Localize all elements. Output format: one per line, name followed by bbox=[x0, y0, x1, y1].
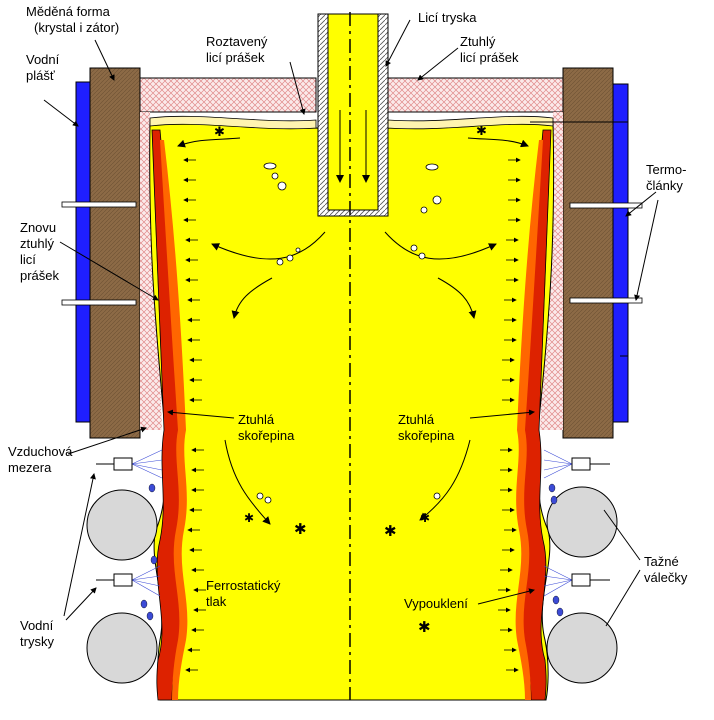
label-water-jacket: Vodní plášť bbox=[26, 52, 63, 83]
gas-bubbles bbox=[256, 162, 442, 504]
ferrostatic-arrows-right bbox=[498, 157, 521, 673]
solid-shell-left-inner bbox=[160, 140, 188, 700]
mold-plate-right bbox=[562, 67, 614, 439]
label-resolidified-powder: Znovu ztuhlý licí prášek bbox=[20, 220, 60, 283]
flow-arrows bbox=[177, 137, 529, 525]
pull-rolls bbox=[86, 486, 618, 684]
label-shell-left: Ztuhlá skořepina bbox=[238, 412, 295, 443]
svg-text:✱: ✱ bbox=[294, 521, 307, 538]
spray-left-1 bbox=[131, 449, 163, 479]
mold-plate-left bbox=[89, 67, 141, 439]
submerged-entry-nozzle bbox=[317, 13, 389, 217]
label-thermocouples: Termo- články bbox=[646, 162, 690, 193]
water-nozzle-right-2 bbox=[571, 573, 610, 587]
water-nozzle-left-1 bbox=[96, 457, 133, 471]
spray-right-2 bbox=[543, 565, 573, 597]
roll-left-1 bbox=[86, 489, 158, 561]
label-air-gap: Vzduchová mezera bbox=[8, 444, 76, 475]
molten-powder-layer bbox=[149, 115, 554, 130]
label-nozzle: Licí tryska bbox=[418, 10, 477, 25]
water-jacket-right bbox=[611, 83, 629, 423]
label-mold: Měděná forma (krystal i zátor) bbox=[26, 4, 119, 35]
label-bulging: Vypouklení bbox=[404, 596, 468, 611]
roll-contact-points bbox=[140, 483, 564, 621]
thermocouple-left-2 bbox=[61, 299, 137, 306]
svg-text:✱: ✱ bbox=[214, 124, 225, 139]
solid-shell-right-inner bbox=[515, 140, 543, 700]
water-nozzle-right-1 bbox=[571, 457, 610, 471]
thermocouple-right-1 bbox=[569, 202, 643, 209]
svg-text:✱: ✱ bbox=[384, 523, 397, 540]
spray-right-1 bbox=[543, 449, 573, 479]
roll-right-2 bbox=[546, 612, 618, 684]
inclusion-clusters: ✱ ✱ ✱ ✱ ✱ ✱ ✱ bbox=[214, 123, 487, 636]
label-pull-rolls: Tažné válečky bbox=[644, 554, 688, 585]
svg-text:✱: ✱ bbox=[418, 619, 431, 636]
roll-right-1 bbox=[546, 486, 618, 558]
label-ferrostatic: Ferrostatický tlak bbox=[206, 578, 284, 609]
resolidified-powder-left bbox=[140, 112, 162, 430]
spray-left-2 bbox=[131, 565, 161, 597]
water-nozzle-left-2 bbox=[96, 573, 133, 587]
svg-text:✱: ✱ bbox=[244, 511, 254, 525]
thermocouple-right-2 bbox=[569, 297, 643, 304]
thermocouple-left-1 bbox=[61, 201, 137, 208]
label-molten-powder: Roztavený licí prášek bbox=[206, 34, 271, 65]
label-solid-powder: Ztuhlý licí prášek bbox=[460, 34, 519, 65]
label-water-nozzles: Vodní trysky bbox=[20, 618, 57, 649]
ferrostatic-arrows-left bbox=[183, 157, 206, 673]
roll-left-2 bbox=[86, 612, 158, 684]
svg-text:✱: ✱ bbox=[420, 511, 430, 525]
leader-lines bbox=[43, 19, 659, 627]
svg-text:✱: ✱ bbox=[476, 123, 487, 138]
label-shell-right: Ztuhlá skořepina bbox=[398, 412, 455, 443]
